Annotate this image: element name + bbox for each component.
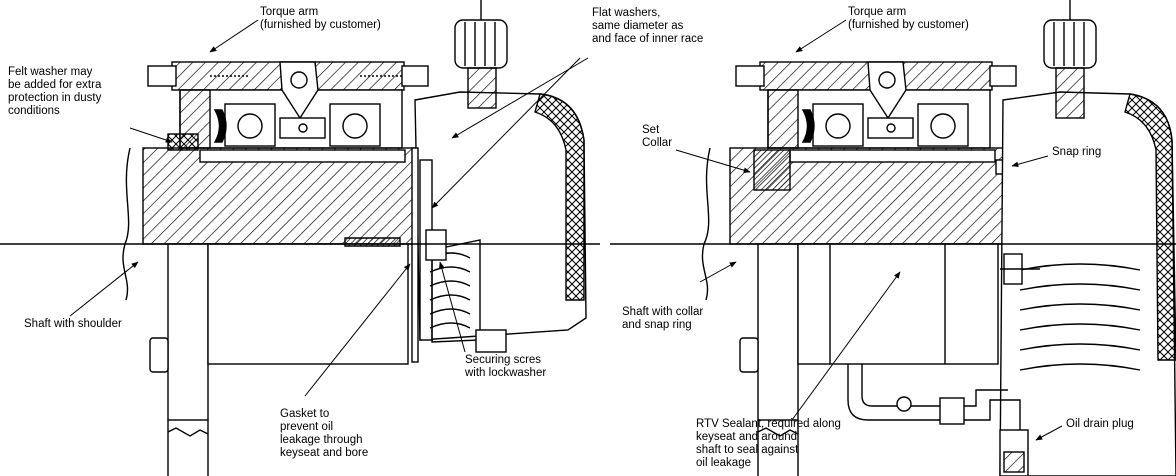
left-fins: [429, 252, 471, 329]
left-shaft: [167, 243, 209, 421]
right-rtv-sealant-label: RTV Sealant, required along keyseat and …: [696, 418, 841, 469]
right-torque-arm-label: Torque arm (furnished by customer): [848, 6, 969, 31]
left-bearing-ball: [237, 113, 263, 139]
left-reducer-drawing: [122, 0, 587, 476]
left-torque-arm-label: Torque arm (furnished by customer): [260, 6, 381, 31]
left-securing-screws-label: Securing scres with lockwasher: [465, 354, 547, 379]
left-bolt-head: [147, 65, 177, 87]
right-snap-ring-label: Snap ring: [1052, 146, 1102, 158]
leader-lines: [69, 19, 1063, 441]
left-flat-washer: [411, 147, 419, 363]
right-reducer-drawing: [701, 0, 1176, 476]
right-set-collar-label: Set Collar: [642, 124, 673, 149]
right-filler-cap: [1043, 19, 1097, 69]
right-shaft-collar-label: Shaft with collar and snap ring: [622, 306, 704, 331]
right-set-collar: [753, 149, 791, 191]
left-shaft-shoulder-label: Shaft with shoulder: [24, 318, 122, 330]
left-felt-washer: [167, 133, 199, 151]
left-felt-washer-label: Felt washer may be added for extra prote…: [8, 66, 102, 117]
right-fins: [1019, 263, 1141, 371]
right-oil-drain-plug-label: Oil drain plug: [1066, 418, 1134, 430]
left-gasket-label: Gasket to prevent oil leakage through ke…: [280, 408, 369, 459]
drain-pipe: [847, 364, 1021, 450]
left-bearing-ball: [342, 113, 368, 139]
left-filler-cap: [454, 19, 508, 69]
left-flat-washers-label: Flat washers, same diameter as and face …: [592, 7, 704, 45]
right-shaft: [757, 243, 799, 421]
